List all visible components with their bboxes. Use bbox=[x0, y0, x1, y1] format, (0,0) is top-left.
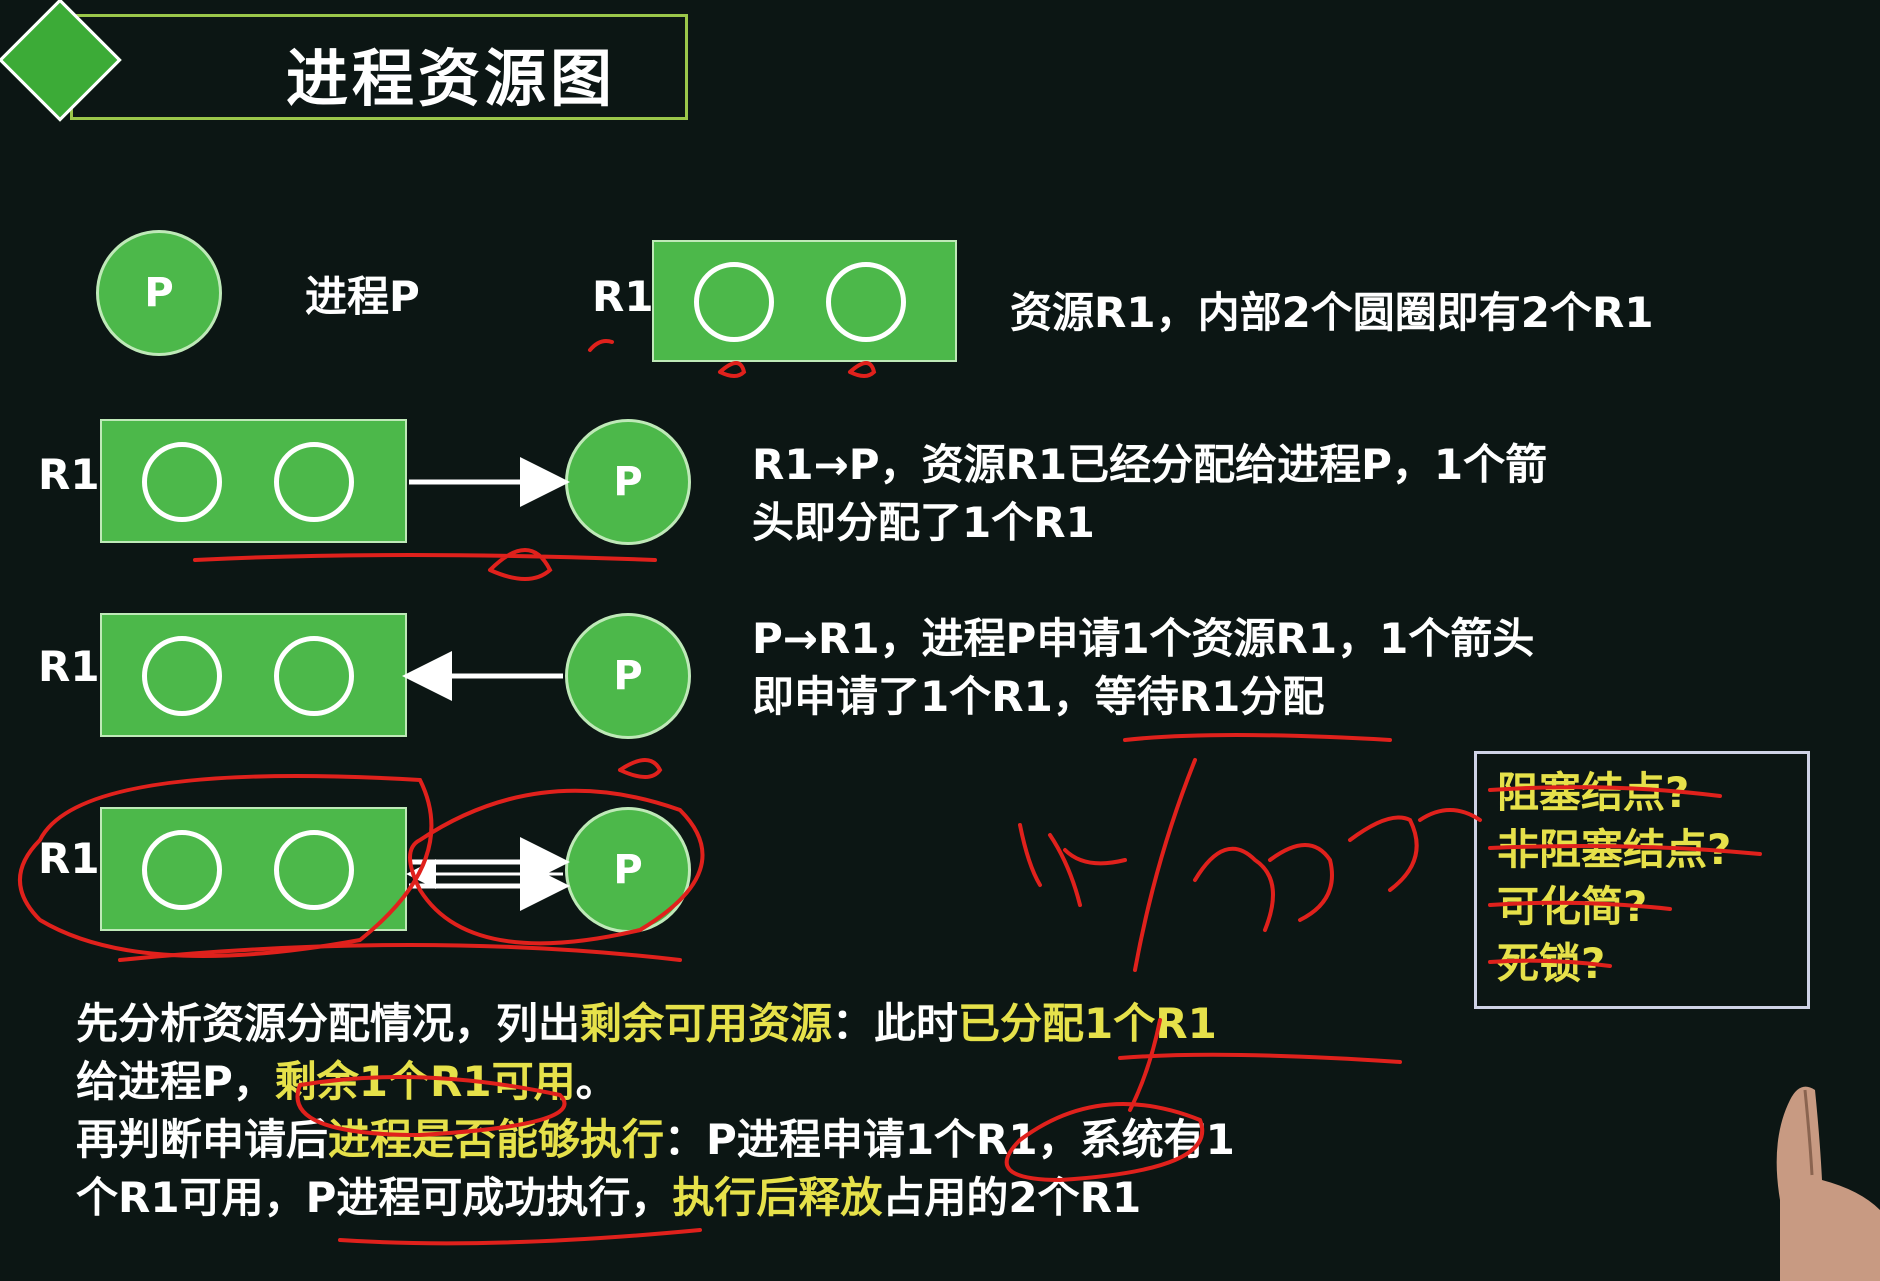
row2-process-node: P bbox=[565, 613, 691, 739]
resource-instance-ring bbox=[274, 442, 354, 522]
annotation-stroke bbox=[408, 788, 705, 946]
analysis-l3-c: ：P进程申请1个R1，系统有1 bbox=[664, 1115, 1235, 1164]
legend-process-symbol: P bbox=[144, 270, 174, 316]
row1-process-node: P bbox=[565, 419, 691, 545]
analysis-l4-b: 执行后释放 bbox=[672, 1173, 883, 1222]
annotation-stroke bbox=[1123, 733, 1392, 742]
annotation-stroke bbox=[1193, 808, 1482, 932]
row3-resource-node bbox=[100, 807, 407, 931]
annotation-stroke bbox=[338, 1228, 702, 1246]
annotation-stroke bbox=[18, 774, 434, 958]
analysis-l3-b: 进程是否能够执行 bbox=[328, 1115, 665, 1164]
analysis-line1: 先分析资源分配情况，列出剩余可用资源：此时已分配1个R1 bbox=[76, 995, 1217, 1053]
legend-process-caption: 进程P bbox=[305, 272, 420, 321]
row1-desc-line2: 头即分配了1个R1 bbox=[752, 498, 1095, 547]
analysis-l1-b: 剩余可用资源 bbox=[580, 999, 833, 1048]
annotation-stroke bbox=[1004, 1102, 1205, 1183]
row2-resource-label: R1 bbox=[38, 642, 100, 691]
row3-process-symbol: P bbox=[613, 847, 643, 893]
analysis-l4-c: 占用的2个R1 bbox=[882, 1173, 1142, 1222]
annotation-stroke bbox=[118, 943, 682, 962]
legend-process-node: P bbox=[96, 230, 222, 356]
row1-process-symbol: P bbox=[613, 459, 643, 505]
resource-instance-ring bbox=[274, 830, 354, 910]
annotation-stroke bbox=[193, 548, 657, 581]
analysis-line4: 个R1可用，P进程可成功执行，执行后释放占用的2个R1 bbox=[76, 1169, 1141, 1227]
annotation-stroke bbox=[1488, 785, 1762, 968]
annotation-stroke bbox=[295, 1075, 567, 1138]
resource-instance-ring bbox=[142, 830, 222, 910]
analysis-line3: 再判断申请后进程是否能够执行：P进程申请1个R1，系统有1 bbox=[76, 1111, 1235, 1169]
resource-instance-ring bbox=[274, 636, 354, 716]
annotation-stroke bbox=[1133, 758, 1197, 972]
question-blocked-node: 阻塞结点? bbox=[1497, 768, 1690, 817]
analysis-l1-d: 已分配1个R1 bbox=[958, 999, 1217, 1048]
row3-resource-label: R1 bbox=[38, 834, 100, 883]
legend-resource-node bbox=[652, 240, 957, 362]
analysis-l1-a: 先分析资源分配情况，列出 bbox=[76, 999, 581, 1048]
legend-resource-label: R1 bbox=[592, 272, 654, 321]
annotation-stroke bbox=[1128, 1018, 1162, 1112]
annotation-stroke bbox=[1018, 823, 1127, 907]
presenter-hand-image bbox=[1776, 1086, 1880, 1281]
row2-process-symbol: P bbox=[613, 653, 643, 699]
row2-resource-node bbox=[100, 613, 407, 737]
annotation-stroke bbox=[618, 758, 663, 779]
row2-desc-line2: 即申请了1个R1，等待R1分配 bbox=[752, 672, 1325, 721]
analysis-l4-a: 个R1可用，P进程可成功执行， bbox=[76, 1173, 673, 1222]
legend-resource-caption: 资源R1，内部2个圆圈即有2个R1 bbox=[1010, 288, 1654, 337]
annotation-stroke bbox=[588, 339, 877, 378]
analysis-l1-c: ：此时 bbox=[832, 999, 959, 1048]
resource-instance-ring bbox=[826, 262, 906, 342]
analysis-l3-a: 再判断申请后 bbox=[76, 1115, 329, 1164]
resource-instance-ring bbox=[694, 262, 774, 342]
analysis-l2-a: 给进程P， bbox=[76, 1057, 275, 1106]
row1-resource-label: R1 bbox=[38, 450, 100, 499]
row2-desc-line1: P→R1，进程P申请1个资源R1，1个箭头 bbox=[752, 614, 1535, 663]
analysis-l2-c: 。 bbox=[575, 1057, 618, 1106]
slide-title: 进程资源图 bbox=[286, 42, 617, 115]
annotation-stroke bbox=[1118, 1052, 1402, 1064]
resource-instance-ring bbox=[142, 442, 222, 522]
row1-desc-line1: R1→P，资源R1已经分配给进程P，1个箭 bbox=[752, 440, 1548, 489]
row1-resource-node bbox=[100, 419, 407, 543]
resource-instance-ring bbox=[142, 636, 222, 716]
